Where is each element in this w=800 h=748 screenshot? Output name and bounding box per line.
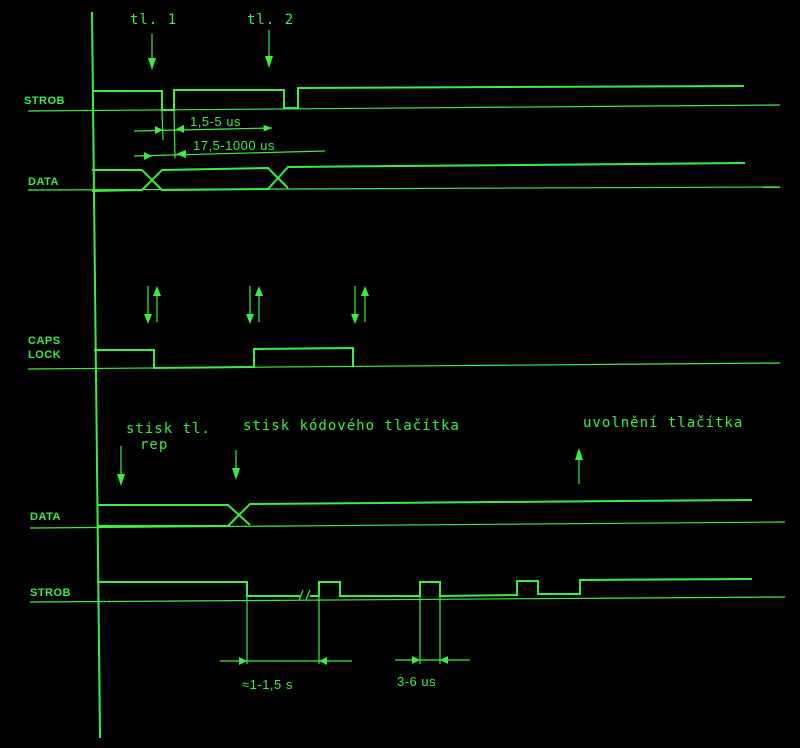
label-caps: CAPS <box>28 335 61 347</box>
data-top-upper <box>92 162 746 182</box>
label-strob-top: STROB <box>24 95 65 107</box>
annotation-press-rep: stisk tl. <box>126 421 211 437</box>
arrow-up-icon <box>575 448 583 484</box>
timing-t2: 17,5-1000 us <box>193 138 275 153</box>
annotation-press-code: stisk kódového tlačítka <box>243 418 460 434</box>
arrow-down-icon <box>117 446 125 486</box>
key-label-2: tl. 2 <box>247 12 294 28</box>
strob-bottom-baseline <box>29 596 786 603</box>
annotation-release: uvolnění tlačítka <box>583 415 743 431</box>
label-data-top: DATA <box>28 176 59 188</box>
arrow-down-icon <box>265 30 273 68</box>
arrow-pair-icon <box>351 286 369 324</box>
data-bottom-lower <box>98 513 251 527</box>
dimension-t4: 3-6 us <box>395 656 470 689</box>
timing-t4: 3-6 us <box>397 674 436 689</box>
timing-t3: ≈1-1,5 s <box>242 677 293 692</box>
dimension-t1: 1,5-5 us <box>133 114 273 134</box>
ext-line <box>161 109 164 141</box>
dimension-t2: 17,5-1000 us <box>133 138 326 160</box>
arrow-pair-icon <box>144 286 161 324</box>
dimension-t3: ≈1-1,5 s <box>220 657 352 692</box>
arrow-pair-icon <box>246 286 263 324</box>
strob-top-waveform <box>92 85 745 111</box>
caps-baseline <box>27 362 781 370</box>
strob-bottom-waveform-2 <box>310 578 753 598</box>
time-axis <box>91 11 101 739</box>
data-top-baseline <box>27 186 781 191</box>
strob-bottom-waveform <box>98 581 300 597</box>
strob-bottom-break <box>298 589 311 601</box>
ext-line <box>173 109 176 159</box>
label-data-bottom: DATA <box>30 511 61 523</box>
caps-waveform <box>94 346 354 370</box>
arrow-down-icon <box>148 34 156 70</box>
label-lock: LOCK <box>28 349 61 361</box>
data-top-lower <box>91 176 289 192</box>
arrow-down-icon <box>232 450 240 480</box>
strob-top-baseline <box>27 104 781 112</box>
annotation-rep: rep <box>140 437 168 453</box>
data-bottom-upper <box>98 499 753 517</box>
key-label-1: tl. 1 <box>130 12 177 28</box>
label-strob-bottom: STROB <box>30 587 71 599</box>
timing-t1: 1,5-5 us <box>190 114 241 129</box>
